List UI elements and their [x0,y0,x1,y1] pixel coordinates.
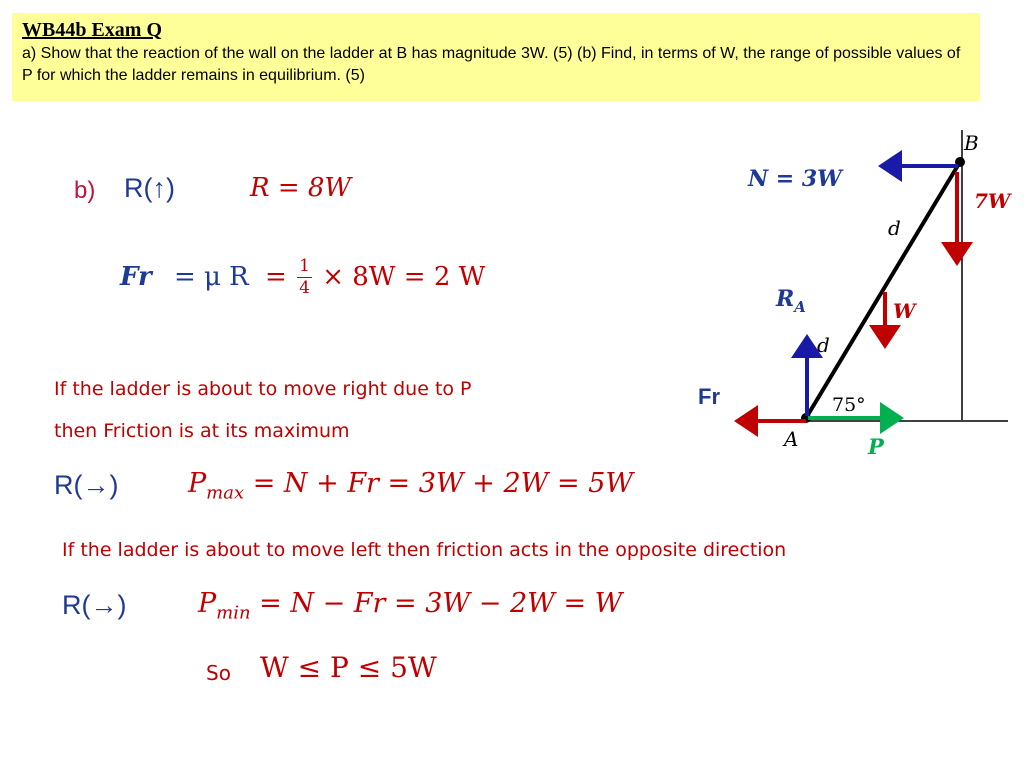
friction-equation: Fr = μ R = 1 4 × 8W = 2 W [120,258,485,297]
label-friction: Fr [698,384,720,409]
mu-r: = μ R [173,262,249,292]
label-reaction-a: RA [775,286,806,316]
equals-sign: = [265,262,287,292]
label-d-bottom: d [817,333,830,357]
note-move-left: If the ladder is about to move left then… [62,539,787,561]
fraction-quarter: 1 4 [297,256,312,298]
so-label: So [206,661,231,685]
resolve-up-label: R(↑) [124,173,175,203]
label-p: P [867,434,885,459]
fr-symbol: Fr [120,262,152,292]
label-7w: 7W [974,189,1013,213]
question-text: a) Show that the reaction of the wall on… [22,45,961,84]
ladder [804,160,962,420]
label-normal-force: N = 3W [747,166,844,192]
note-friction-max: then Friction is at its maximum [54,420,350,442]
label-a: A [782,427,798,451]
friction-result: × 8W = 2 W [322,262,486,292]
pmin-equation: Pmin = N − Fr = 3W − 2W = W [198,588,623,624]
resolve-right-label-2: R(→) [62,590,127,620]
label-b: B [963,131,979,155]
label-angle: 75° [832,394,866,416]
label-weight: W [893,299,918,323]
note-move-right: If the ladder is about to move right due… [54,378,472,400]
question-title: WB44b Exam Q [22,19,163,41]
question-header: WB44b Exam Q a) Show that the reaction o… [12,13,980,101]
conclusion-inequality: W ≤ P ≤ 5W [260,651,437,684]
label-d-top: d [888,216,901,240]
equation-r: R = 8W [250,173,352,203]
resolve-right-label-1: R(→) [54,470,119,500]
pmax-equation: Pmax = N + Fr = 3W + 2W = 5W [188,468,634,504]
part-b-label: b) [74,177,96,204]
